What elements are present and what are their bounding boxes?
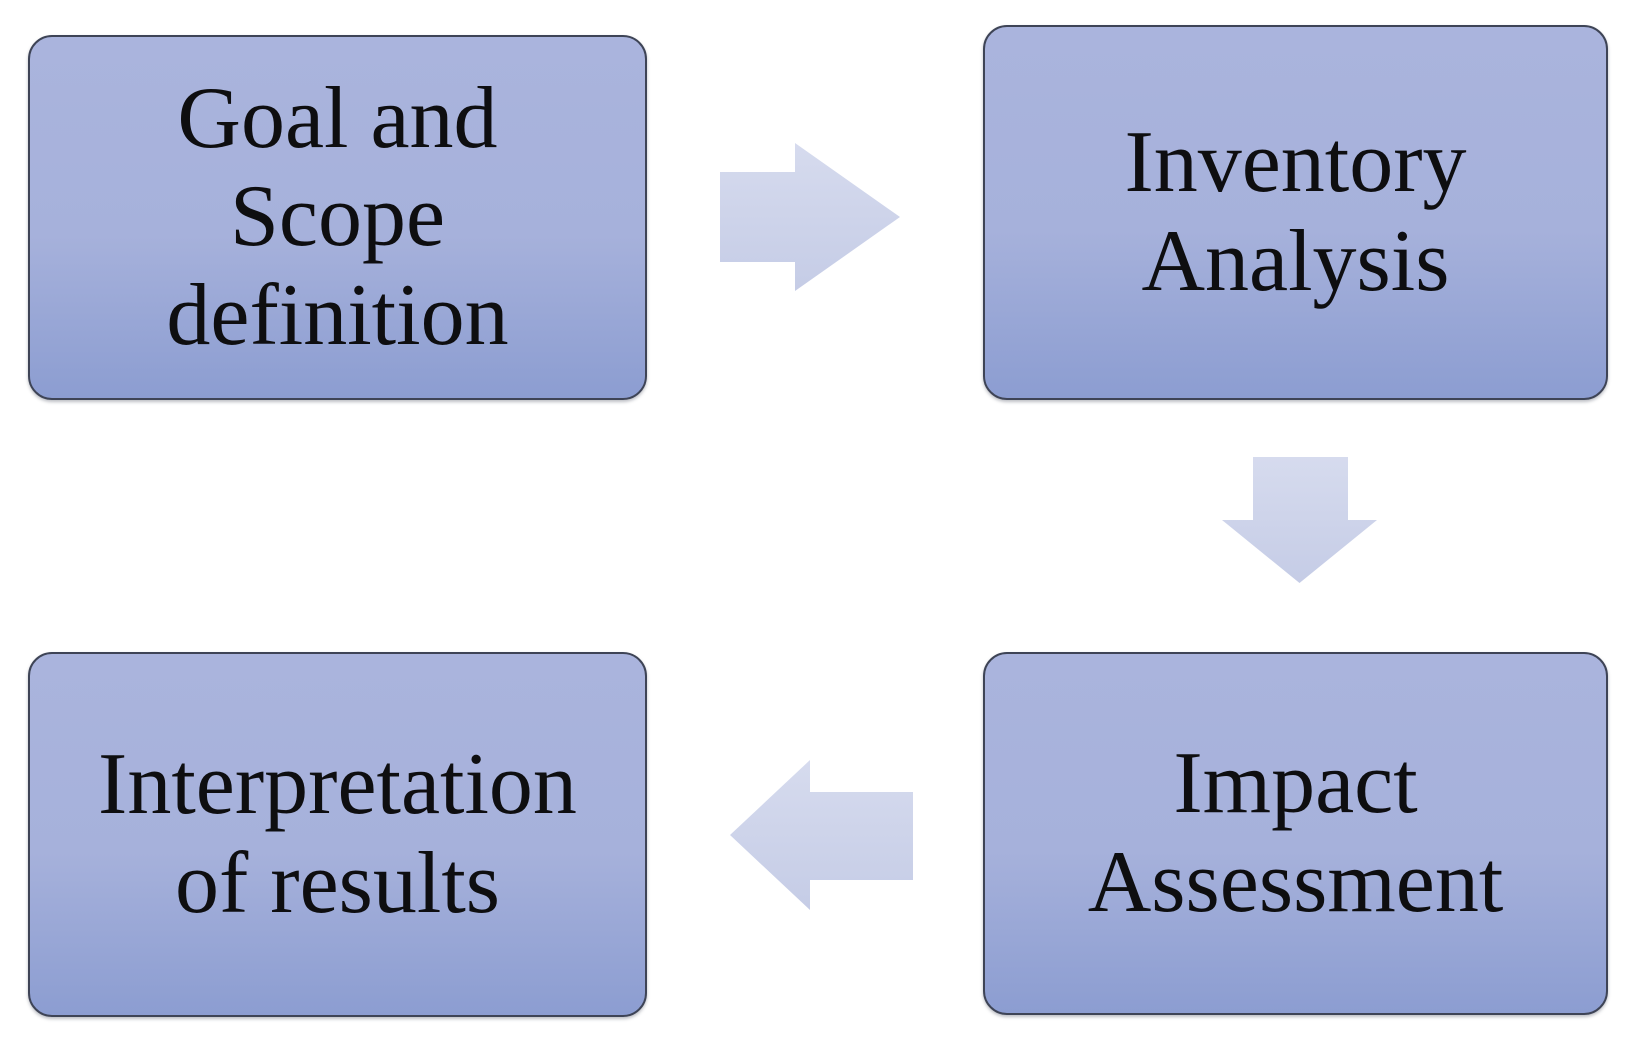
node-goal-scope-definition-label: Goal and Scope definition bbox=[166, 69, 509, 364]
node-interpretation-of-results: Interpretation of results bbox=[28, 652, 647, 1017]
node-inventory-analysis-label: Inventory Analysis bbox=[1124, 113, 1467, 310]
arrow-left-icon bbox=[730, 760, 913, 910]
arrow-down-icon bbox=[1222, 457, 1377, 583]
node-impact-assessment: Impact Assessment bbox=[983, 652, 1608, 1015]
node-interpretation-of-results-label: Interpretation of results bbox=[98, 735, 577, 932]
node-goal-scope-definition: Goal and Scope definition bbox=[28, 35, 647, 400]
arrow-right-icon bbox=[720, 143, 900, 291]
node-impact-assessment-label: Impact Assessment bbox=[1087, 734, 1504, 931]
node-inventory-analysis: Inventory Analysis bbox=[983, 25, 1608, 400]
